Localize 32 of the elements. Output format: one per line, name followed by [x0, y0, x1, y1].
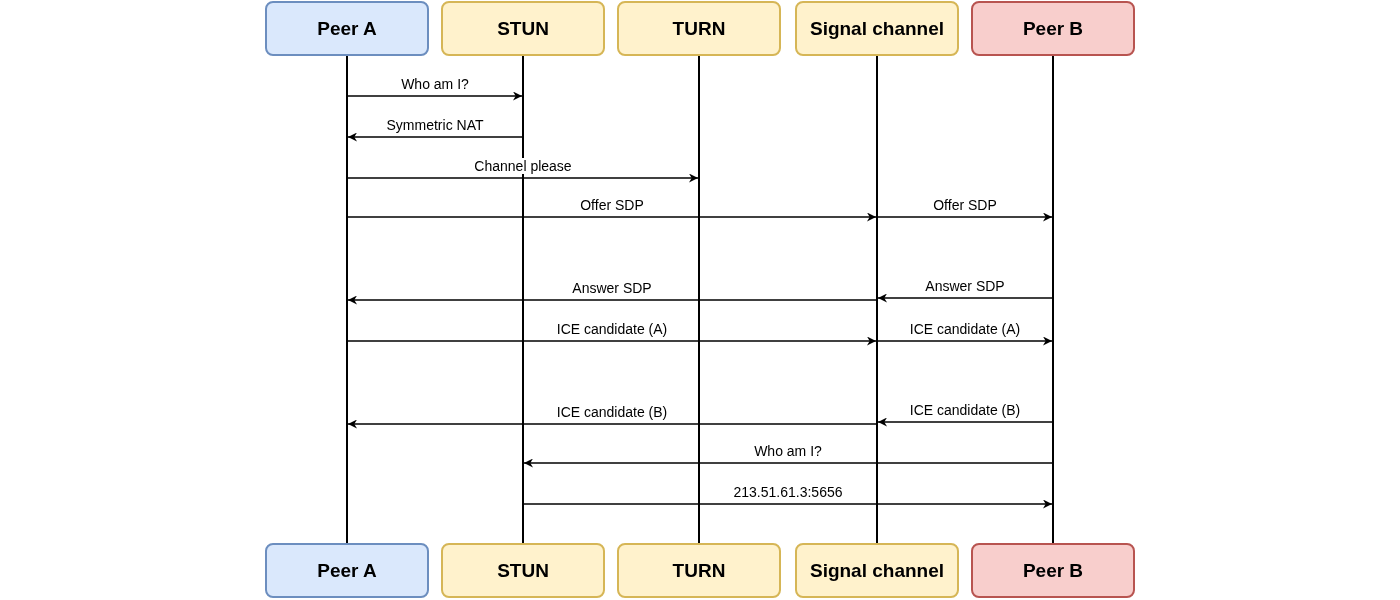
lifeline	[876, 56, 878, 543]
message-arrow	[347, 91, 523, 101]
message-arrow	[347, 295, 877, 305]
participant-box: Peer B	[971, 543, 1135, 598]
message-arrow	[347, 173, 699, 183]
message-arrow	[347, 132, 523, 142]
edge-label: Who am I?	[751, 443, 825, 459]
lifeline	[522, 56, 524, 543]
participant-box: TURN	[617, 1, 781, 56]
message-arrow	[877, 212, 1053, 222]
participant-box: Signal channel	[795, 543, 959, 598]
lifeline	[1052, 56, 1054, 543]
edge-label: Offer SDP	[577, 197, 647, 213]
participant-box: Peer A	[265, 543, 429, 598]
message-arrow	[877, 293, 1053, 303]
participant-box: STUN	[441, 543, 605, 598]
message-arrow	[347, 336, 877, 346]
participant-box: STUN	[441, 1, 605, 56]
edge-label: Offer SDP	[930, 197, 1000, 213]
message-arrow	[523, 458, 1053, 468]
message-arrow	[347, 419, 877, 429]
participant-box: Peer A	[265, 1, 429, 56]
lifeline	[346, 56, 348, 543]
message-arrow	[347, 212, 877, 222]
participant-box: TURN	[617, 543, 781, 598]
message-arrow	[877, 417, 1053, 427]
lifeline	[698, 56, 700, 543]
edge-label: Who am I?	[398, 76, 472, 92]
participant-box: Signal channel	[795, 1, 959, 56]
participant-box: Peer B	[971, 1, 1135, 56]
message-arrow	[523, 499, 1053, 509]
message-arrow	[877, 336, 1053, 346]
